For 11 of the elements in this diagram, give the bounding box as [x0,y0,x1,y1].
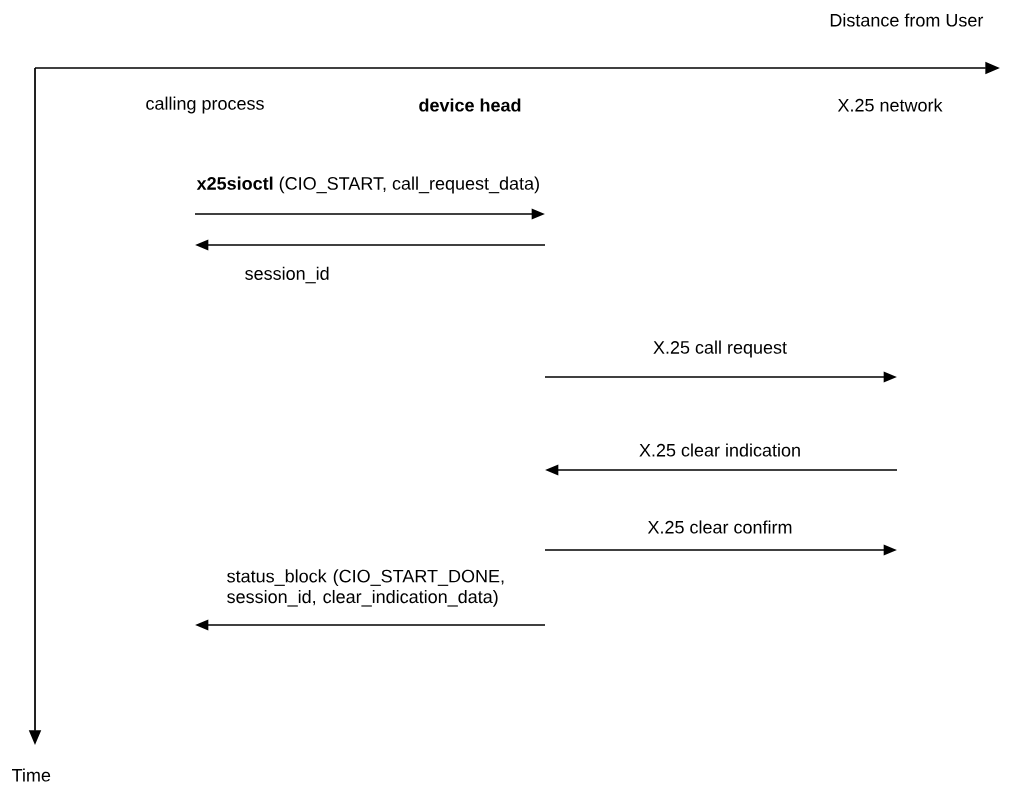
column-heading: calling process [146,96,264,114]
axis-label: Time [12,768,51,782]
message-label: x25sioctl (CIO_START, call_request_data) [196,176,539,194]
axis-label: Distance from User [830,13,984,27]
column-heading: device head [419,98,521,112]
message-label: X.25 clear confirm [647,520,792,534]
message-label: X.25 call request [653,340,787,358]
message-label: session_id [245,266,329,284]
message-label: status_block (CIO_START_DONE, session_id, clear_indication_data) [227,569,504,607]
message-label: X.25 clear indication [639,443,800,457]
column-heading: X.25 network [837,98,943,112]
